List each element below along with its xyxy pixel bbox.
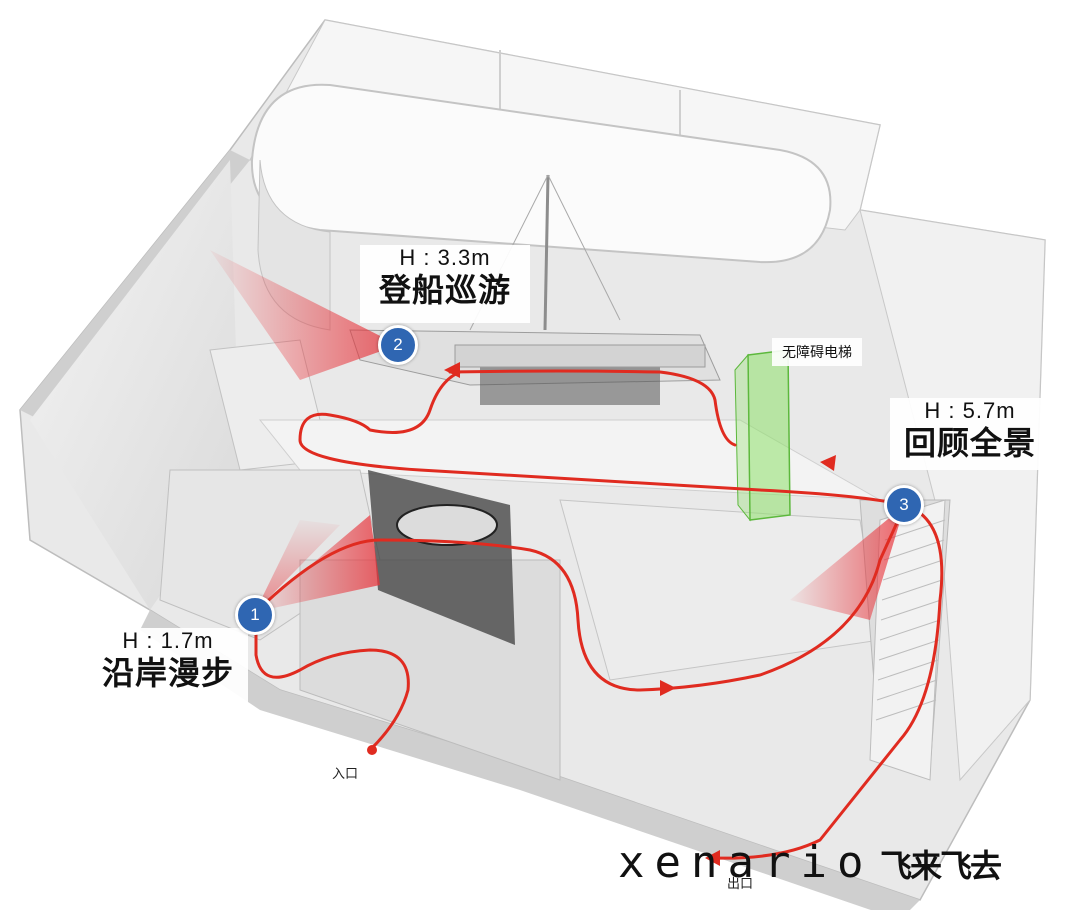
accessible-elevator	[735, 350, 790, 520]
stop-2-title: 登船巡游	[360, 271, 530, 309]
stop-1-title: 沿岸漫步	[88, 654, 248, 692]
stop-2-label: H : 3.3m 登船巡游	[360, 245, 530, 323]
entrance-marker	[367, 745, 377, 755]
stop-1-height: H : 1.7m	[88, 628, 248, 654]
brand-chinese-name: 飞来飞去	[880, 846, 1000, 886]
brand-wordmark: xenario	[618, 838, 873, 888]
stop-badge-3: 3	[884, 485, 924, 525]
stop-badge-2: 2	[378, 325, 418, 365]
stop-3-height: H : 5.7m	[890, 398, 1050, 424]
entrance-label: 入口	[332, 763, 358, 782]
elevator-label: 无障碍电梯	[772, 338, 862, 366]
stop-2-height: H : 3.3m	[360, 245, 530, 271]
stop-1-label: H : 1.7m 沿岸漫步	[88, 628, 248, 702]
stop-3-label: H : 5.7m 回顾全景	[890, 398, 1050, 470]
stop-3-title: 回顾全景	[890, 424, 1050, 462]
stop-badge-1: 1	[235, 595, 275, 635]
